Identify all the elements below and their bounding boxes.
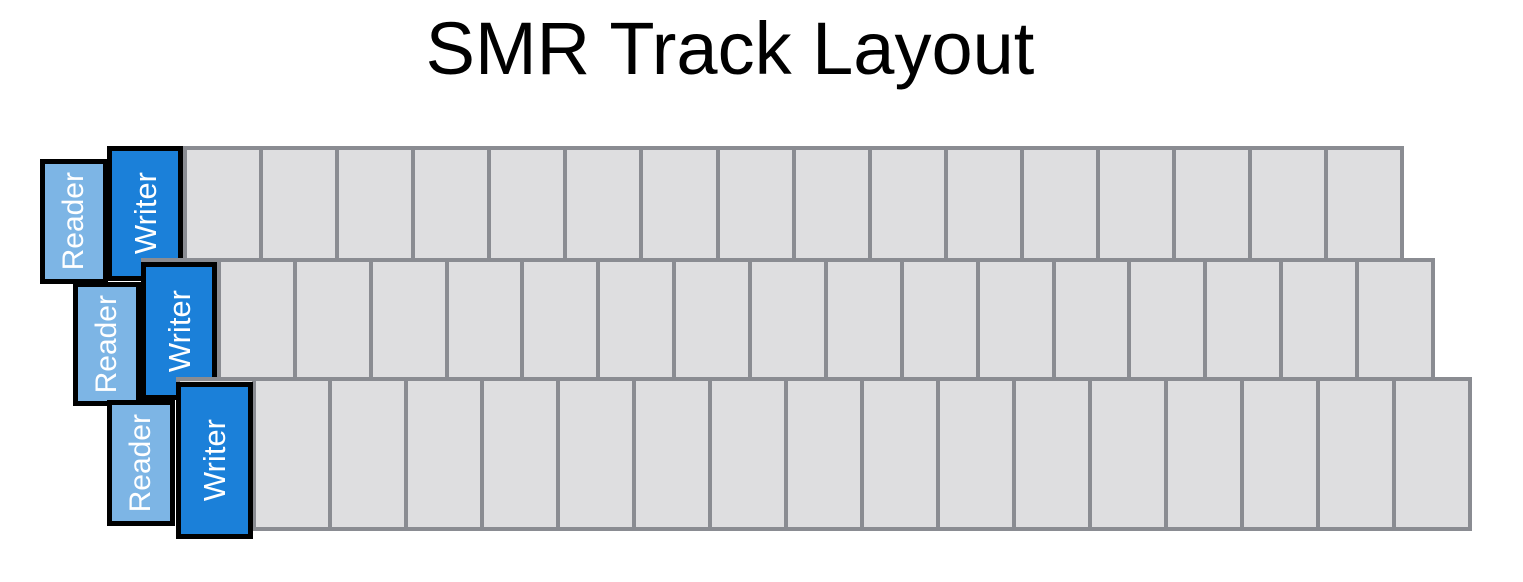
track-1-reader-head: Reader [40, 159, 108, 284]
track-2-cells [141, 258, 1435, 381]
track-cell [643, 150, 716, 258]
track-cell [1396, 381, 1468, 527]
track-cell [491, 150, 564, 258]
track-cell [339, 150, 412, 258]
diagram-title: SMR Track Layout [425, 7, 1035, 90]
track-cell [1359, 262, 1431, 377]
track-cell [788, 381, 860, 527]
track-1-cells [107, 146, 1404, 262]
track-cell [1099, 150, 1172, 258]
track-cell [864, 381, 936, 527]
track-cell [1055, 262, 1128, 377]
track-cell [448, 262, 521, 377]
track-cell [484, 381, 556, 527]
track-cell [947, 150, 1020, 258]
reader-label: Reader [124, 413, 157, 513]
track-cell [1251, 150, 1324, 258]
track-cell [903, 262, 976, 377]
track-cell [1016, 381, 1088, 527]
track-cell [296, 262, 369, 377]
track-cell [332, 381, 404, 527]
track-cell [1092, 381, 1164, 527]
track-cell [1244, 381, 1316, 527]
track-cell [1168, 381, 1240, 527]
track-cell [1207, 262, 1280, 377]
track-cell [1175, 150, 1248, 258]
track-cell [600, 262, 673, 377]
track-cell [256, 381, 328, 527]
track-cell [220, 262, 293, 377]
track-3-reader-head: Reader [107, 400, 175, 526]
track-cell [676, 262, 748, 377]
track-cell [1320, 381, 1392, 527]
track-cell [1328, 150, 1401, 258]
track-cell [1283, 262, 1355, 377]
track-cell [940, 381, 1012, 527]
track-cell [567, 150, 640, 258]
track-cell [372, 262, 445, 377]
track-cell [795, 150, 868, 258]
track-cell [752, 262, 824, 377]
track-cell [871, 150, 944, 258]
track-3-cells [176, 377, 1472, 531]
track-cell [560, 381, 632, 527]
track-cell [636, 381, 708, 527]
track-cell [827, 262, 900, 377]
track-cell [408, 381, 480, 527]
track-cell [1023, 150, 1096, 258]
track-cell [524, 262, 597, 377]
track-cell [263, 150, 336, 258]
track-cell [415, 150, 488, 258]
track-cell [712, 381, 784, 527]
track-3-writer-head: Writer [176, 382, 253, 539]
track-cell [719, 150, 792, 258]
track-cell [979, 262, 1052, 377]
track-cell [187, 150, 260, 258]
writer-label: Writer [197, 419, 232, 502]
track-cell [1131, 262, 1204, 377]
